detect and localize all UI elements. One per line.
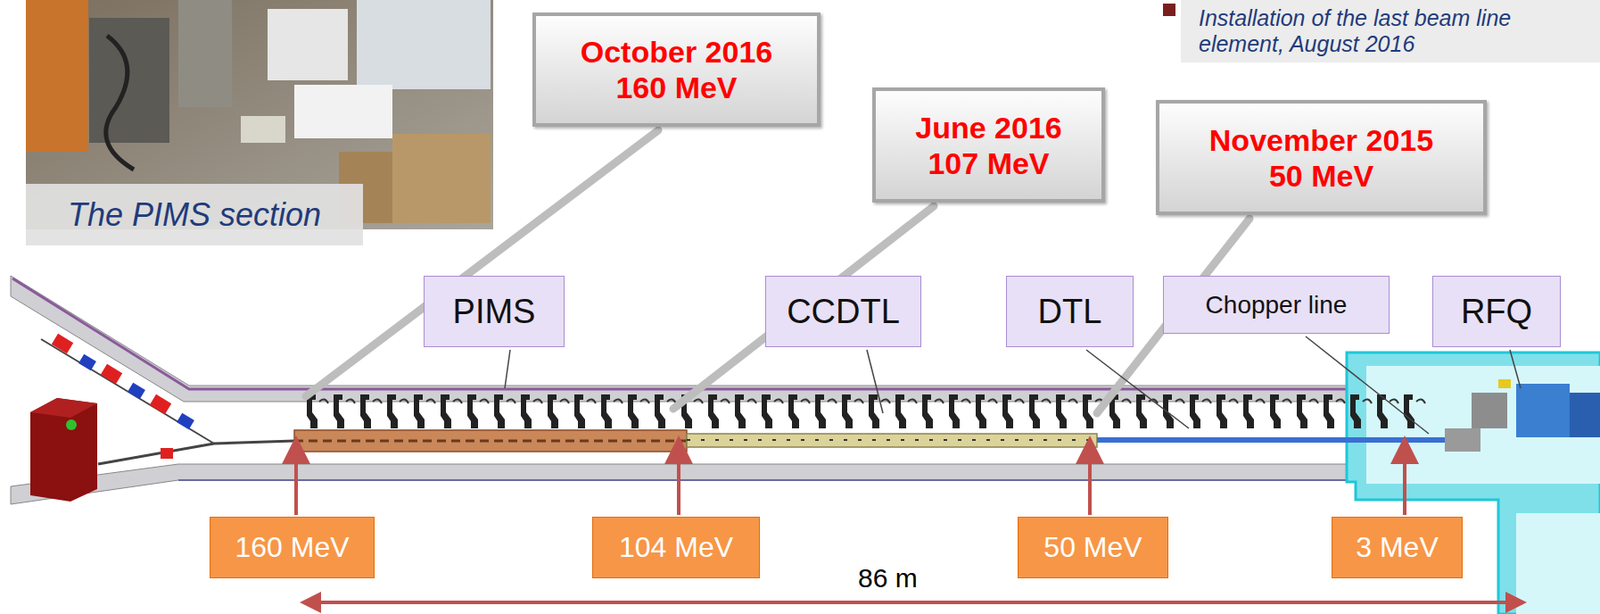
section-box: CCDTL [765, 275, 922, 347]
energy-box: 104 MeV [592, 516, 760, 578]
beamline [294, 379, 1600, 452]
node-text: Chopper line [1205, 290, 1348, 320]
date-callout: November 201550 MeV [1155, 99, 1487, 215]
energy-box: 50 MeV [1017, 516, 1169, 578]
node-text: CCDTL [786, 292, 900, 331]
section-leaders [504, 336, 1521, 434]
callout-leaders [305, 130, 1250, 413]
node-text: 50 MeV [1269, 157, 1374, 194]
node-text: October 2016 [580, 33, 773, 70]
date-callout: June 2016107 MeV [872, 87, 1106, 203]
node-text: The PIMS section [67, 196, 322, 234]
bullet [1162, 3, 1176, 17]
section-box: DTL [1006, 275, 1134, 347]
node-text: 50 MeV [1043, 530, 1142, 564]
section-box: RFQ [1432, 275, 1561, 347]
note-box: Installation of the last beam line eleme… [1180, 0, 1600, 63]
node-text: 160 MeV [615, 69, 737, 106]
node-text: 3 MeV [1355, 530, 1438, 564]
energy-arrows [296, 442, 1405, 515]
energy-box: 160 MeV [209, 516, 375, 578]
node-text: Installation of the last beam line eleme… [1198, 5, 1538, 58]
date-callout: October 2016160 MeV [532, 12, 821, 127]
section-box: PIMS [423, 275, 565, 347]
section-box: Chopper line [1162, 275, 1390, 334]
node-text: 160 MeV [234, 530, 349, 564]
node-text: 104 MeV [618, 530, 734, 564]
energy-box: 3 MeV [1331, 516, 1463, 578]
node-text: 107 MeV [927, 145, 1049, 182]
transfer-line [30, 333, 295, 502]
dimension-arrow [303, 600, 1524, 604]
node-text: November 2015 [1209, 122, 1434, 158]
node-text: DTL [1038, 292, 1103, 331]
node-text: RFQ [1460, 292, 1533, 331]
dimension-label: 86 m [857, 562, 918, 594]
node-text: June 2016 [915, 109, 1062, 146]
caption-box: The PIMS section [25, 183, 363, 246]
node-text: PIMS [453, 292, 537, 331]
